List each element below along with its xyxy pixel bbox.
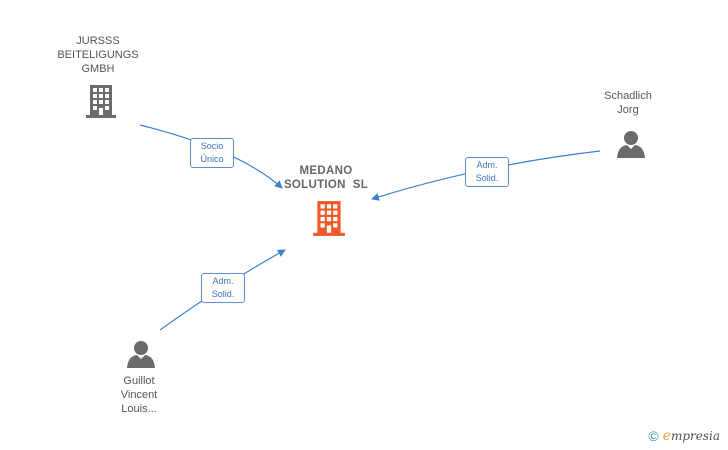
node-center-label[interactable]: MEDANO SOLUTION SL: [266, 164, 386, 192]
node-jursss-line2: BEITELIGUNGS: [57, 49, 139, 61]
node-guillot-line3: Louis...: [121, 403, 157, 415]
edge-label-socio-line2: Único: [200, 154, 224, 164]
edge-label-adm1-line2: Solid.: [475, 173, 499, 183]
node-schadlich-line1: Schadlich: [604, 90, 652, 102]
building-icon[interactable]: [311, 199, 347, 237]
edge-label-adm1-line1: Adm.: [476, 160, 498, 170]
footer-brand: © e mpresia: [648, 428, 720, 444]
brand-logo-e: e: [662, 428, 671, 444]
person-icon[interactable]: [615, 128, 647, 160]
copyright-symbol: ©: [648, 428, 659, 444]
node-guillot-line1: Guillot: [123, 375, 155, 387]
node-schadlich-label[interactable]: Schadlich Jorg: [588, 89, 668, 117]
edge-label-adm2-line2: Solid.: [211, 289, 235, 299]
node-jursss-line3: GMBH: [81, 63, 115, 75]
node-guillot-line2: Vincent: [120, 389, 158, 401]
building-icon[interactable]: [84, 83, 118, 119]
edge-label-socio-line1: Socio: [200, 141, 224, 151]
node-center-line1: MEDANO: [299, 165, 353, 177]
node-guillot-label[interactable]: Guillot Vincent Louis...: [99, 374, 179, 416]
edge-label-adm-guillot[interactable]: Adm. Solid.: [201, 273, 245, 303]
edge-label-adm-schadlich[interactable]: Adm. Solid.: [465, 157, 509, 187]
node-center-line2: SOLUTION SL: [283, 179, 369, 191]
node-jursss-label[interactable]: JURSSS BEITELIGUNGS GMBH: [48, 34, 148, 76]
edge-label-adm2-line1: Adm.: [212, 276, 234, 286]
person-icon[interactable]: [125, 338, 157, 370]
edge-label-socio-unico[interactable]: Socio Único: [190, 138, 234, 168]
brand-name: mpresia: [670, 429, 720, 443]
node-schadlich-line2: Jorg: [617, 104, 639, 116]
node-jursss-line1: JURSSS: [76, 35, 120, 47]
